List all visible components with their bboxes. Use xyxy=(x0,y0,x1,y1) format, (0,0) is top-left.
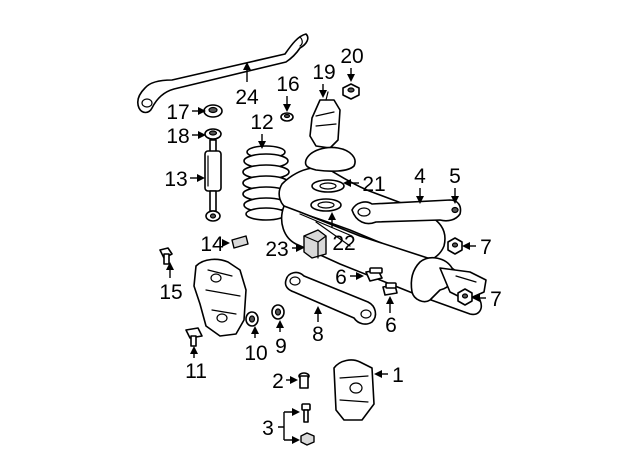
callout-14: 14 xyxy=(200,233,224,256)
callout-18: 18 xyxy=(166,125,189,148)
bumper-bracket xyxy=(309,91,341,149)
bolt-part xyxy=(185,327,203,347)
nut-part xyxy=(342,83,360,100)
bushing-part xyxy=(245,311,259,327)
jounce-bumper xyxy=(303,229,327,259)
callout-9: 9 xyxy=(275,335,287,358)
cam-bolt xyxy=(271,304,285,320)
callout-23: 23 xyxy=(265,238,288,261)
callout-12: 12 xyxy=(250,111,273,134)
callout-3: 3 xyxy=(262,417,274,440)
callout-10: 10 xyxy=(244,342,267,365)
callout-17: 17 xyxy=(166,101,189,124)
nut-part xyxy=(447,237,463,255)
stabilizer-bar xyxy=(137,33,309,114)
callout-24: 24 xyxy=(235,86,259,109)
callout-13: 13 xyxy=(164,168,187,191)
callout-22: 22 xyxy=(332,232,355,255)
frame-bracket xyxy=(193,258,247,337)
callout-21: 21 xyxy=(362,173,385,196)
nut-part xyxy=(300,432,315,446)
upper-shock-washer xyxy=(204,128,222,140)
callout-11: 11 xyxy=(185,360,207,383)
nut-part xyxy=(457,288,473,306)
shock-absorber xyxy=(204,139,222,222)
callout-15: 15 xyxy=(159,281,182,304)
callout-7-lower: 7 xyxy=(490,288,502,311)
callout-4: 4 xyxy=(414,165,426,188)
callout-8: 8 xyxy=(312,323,324,346)
callout-6-upper: 6 xyxy=(335,266,347,289)
upper-control-arm xyxy=(351,199,462,225)
callout-2: 2 xyxy=(272,370,284,393)
callout-7-upper: 7 xyxy=(480,236,492,259)
lower-control-arm xyxy=(284,271,377,325)
bump-stop-pad xyxy=(231,235,249,249)
coil-spring xyxy=(242,145,290,221)
callout-20: 20 xyxy=(340,45,363,68)
callout-5: 5 xyxy=(449,165,461,188)
bolt-part xyxy=(382,282,398,296)
bolt-part xyxy=(298,372,310,389)
callout-6-lower: 6 xyxy=(385,314,397,337)
spring-isolator xyxy=(304,146,356,193)
bolt-part xyxy=(365,267,383,282)
bolt-part xyxy=(159,247,173,265)
bolt-part xyxy=(301,403,311,423)
callout-19: 19 xyxy=(312,61,335,84)
bushing-part xyxy=(203,104,223,118)
lower-spring-seat xyxy=(310,198,342,212)
mounting-bracket xyxy=(333,359,375,421)
callout-1: 1 xyxy=(392,364,404,387)
nut-part xyxy=(280,112,294,122)
callout-16: 16 xyxy=(276,73,299,96)
